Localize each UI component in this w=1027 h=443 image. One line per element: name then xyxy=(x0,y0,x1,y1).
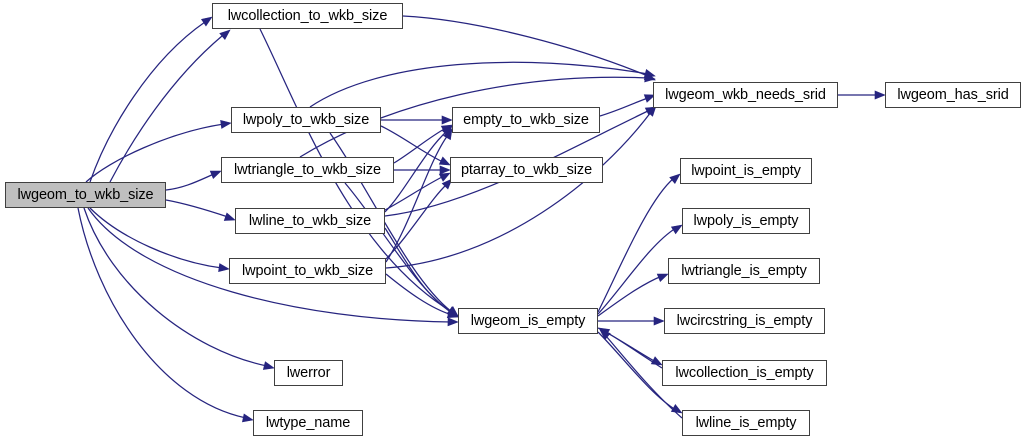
graph-edge xyxy=(384,227,453,313)
graph-edge-arrowhead xyxy=(218,263,230,272)
graph-node-empty-to-wkb-size[interactable]: empty_to_wkb_size xyxy=(452,107,600,133)
graph-edge-arrowhead xyxy=(262,361,275,370)
graph-edge-arrowhead xyxy=(441,115,453,125)
graph-edge xyxy=(380,125,444,163)
graph-edge xyxy=(384,130,448,213)
graph-node-lwpoint-to-wkb-size[interactable]: lwpoint_to_wkb_size xyxy=(229,258,386,284)
graph-edge-arrowhead xyxy=(242,413,254,423)
graph-node-lwtriangle-is-empty[interactable]: lwtriangle_is_empty xyxy=(668,258,820,284)
graph-node-lwerror[interactable]: lwerror xyxy=(274,360,343,386)
graph-node-lwgeom-is-empty[interactable]: lwgeom_is_empty xyxy=(458,308,598,334)
graph-edge xyxy=(77,207,247,419)
graph-edge xyxy=(89,21,206,183)
graph-node-lwgeom-to-wkb-size[interactable]: lwgeom_to_wkb_size xyxy=(5,182,166,208)
graph-edge-arrowhead xyxy=(223,212,236,221)
graph-edge-arrowhead xyxy=(656,273,669,282)
graph-edge-arrowhead xyxy=(439,165,451,175)
graph-node-lwcircstring-is-empty[interactable]: lwcircstring_is_empty xyxy=(664,308,825,334)
graph-node-lwtriangle-to-wkb-size[interactable]: lwtriangle_to_wkb_size xyxy=(221,157,394,183)
graph-node-lwcollection-is-empty[interactable]: lwcollection_is_empty xyxy=(662,360,827,386)
graph-node-lwline-to-wkb-size[interactable]: lwline_to_wkb_size xyxy=(235,208,385,234)
graph-edge xyxy=(402,15,649,77)
graph-edge xyxy=(385,273,453,316)
graph-edge xyxy=(109,35,223,183)
graph-node-lwpoly-to-wkb-size[interactable]: lwpoly_to_wkb_size xyxy=(231,107,381,133)
graph-edge-arrowhead xyxy=(443,128,453,141)
graph-edge-arrowhead xyxy=(670,224,683,235)
graph-edge-arrowhead xyxy=(438,156,451,166)
graph-edge xyxy=(329,132,453,313)
graph-edge xyxy=(165,173,215,191)
graph-edge xyxy=(89,207,223,269)
graph-edge-arrowhead xyxy=(200,16,213,27)
graph-edge-arrowhead xyxy=(447,317,459,327)
graph-edge xyxy=(309,61,649,108)
graph-edge xyxy=(393,127,447,164)
graph-edge-arrowhead xyxy=(209,170,222,179)
graph-edge-arrowhead xyxy=(653,316,665,326)
graph-edge xyxy=(597,275,663,317)
graph-edge xyxy=(165,199,229,218)
graph-edge xyxy=(385,111,652,269)
graph-edge xyxy=(599,97,649,117)
graph-node-lwgeom-wkb-needs-srid[interactable]: lwgeom_wkb_needs_srid xyxy=(653,82,838,108)
graph-node-ptarray-to-wkb-size[interactable]: ptarray_to_wkb_size xyxy=(450,157,603,183)
graph-edge xyxy=(597,227,677,315)
graph-node-lwgeom-has-srid[interactable]: lwgeom_has_srid xyxy=(885,82,1021,108)
graph-edge xyxy=(85,123,225,183)
graph-edge xyxy=(385,134,449,263)
graph-edge xyxy=(385,183,448,260)
graph-edge-arrowhead xyxy=(644,73,656,83)
graph-node-lwtype-name[interactable]: lwtype_name xyxy=(253,410,363,436)
graph-edge-arrowhead xyxy=(446,309,459,319)
graph-edge xyxy=(605,335,683,419)
graph-edge-arrowhead xyxy=(643,94,656,103)
graph-node-lwcollection-to-wkb-size[interactable]: lwcollection_to_wkb_size xyxy=(212,3,403,29)
graph-edge-arrowhead xyxy=(645,105,657,117)
graph-edge xyxy=(87,207,452,323)
graph-node-lwline-is-empty[interactable]: lwline_is_empty xyxy=(682,410,810,436)
graph-edge xyxy=(597,177,675,313)
graph-edge xyxy=(83,207,268,367)
graph-edge xyxy=(384,175,445,211)
graph-edge xyxy=(299,76,649,158)
graph-edge-arrowhead xyxy=(220,120,232,129)
graph-node-lwpoly-is-empty[interactable]: lwpoly_is_empty xyxy=(682,208,810,234)
graph-edge-arrowhead xyxy=(874,90,886,100)
graph-edge-arrowhead xyxy=(441,178,453,190)
graph-edge xyxy=(605,331,663,369)
graph-node-lwpoint-is-empty[interactable]: lwpoint_is_empty xyxy=(680,158,812,184)
graph-edge-arrowhead xyxy=(219,29,231,41)
graph-edge-arrowhead xyxy=(669,173,681,185)
graph-edge-arrowhead xyxy=(599,329,611,341)
graph-edge-arrowhead xyxy=(438,172,451,182)
